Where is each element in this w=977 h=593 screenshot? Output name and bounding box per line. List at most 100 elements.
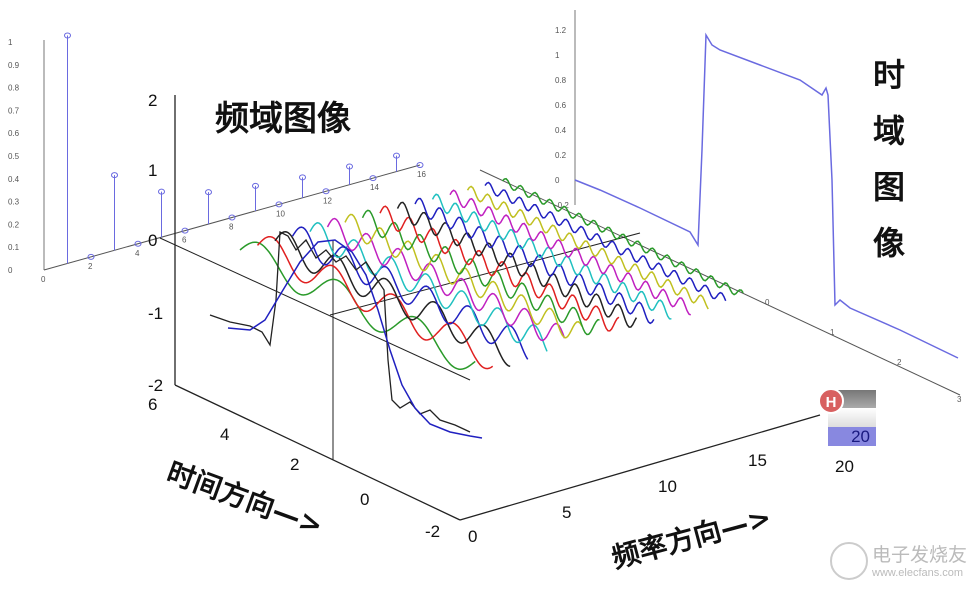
stem-zero-marker <box>369 175 377 182</box>
harmonic-wave-11 <box>326 217 566 342</box>
freq-domain-label: 频域图像 <box>215 99 351 139</box>
square-wave-line <box>574 32 959 359</box>
freq-tick: 0 <box>468 527 477 546</box>
time-y-tick: 0.2 <box>555 151 567 160</box>
harmonic-wave-23 <box>431 193 672 320</box>
time-tick: 0 <box>360 490 369 509</box>
z-tick: 1 <box>148 161 157 180</box>
stem-marker <box>111 172 118 179</box>
stem-x-tick: 16 <box>417 170 426 179</box>
time-domain-label: 时域图像 <box>868 58 906 282</box>
badge-mid <box>828 408 876 427</box>
time-tick: 4 <box>220 425 229 444</box>
stem-x-tick: 10 <box>276 209 285 218</box>
stem-y-tick: 0.6 <box>8 129 20 138</box>
stem-marker <box>158 188 165 195</box>
freq-direction-label: 频率方向—> <box>608 501 774 575</box>
z-tick: -1 <box>148 304 163 323</box>
time-y-tick: 0.8 <box>555 76 567 85</box>
harmonic-wave-21 <box>414 197 655 325</box>
time-domain-plot: -0.2 0 0.2 0.4 0.6 0.8 1 1.2 0 1 2 3 <box>479 10 962 404</box>
time-y-tick: 1 <box>555 51 560 60</box>
watermark-url: www.elecfans.com <box>872 567 964 579</box>
badge: 20 H <box>818 388 876 446</box>
time-x-tick: 3 <box>957 395 962 404</box>
time-y-tick: -0.2 <box>555 201 569 210</box>
harmonic-wave-27 <box>466 185 709 310</box>
zero-line <box>159 237 471 381</box>
time-direction-label: 时间方向—> <box>163 456 328 543</box>
time-y-tick: 0 <box>555 176 560 185</box>
stem-marker <box>64 32 71 39</box>
harmonic-wave-17 <box>379 205 620 332</box>
stem-zero-marker <box>87 253 95 260</box>
stem-marker <box>205 189 212 196</box>
badge-letter: H <box>818 388 844 414</box>
watermark-name: 电子发烧友 <box>872 544 968 566</box>
time-tick: 6 <box>148 395 157 414</box>
stem-y-tick: 0.4 <box>8 175 20 184</box>
time-y-tick: 0.4 <box>555 126 567 135</box>
harmonic-wave-7 <box>291 226 529 360</box>
time-tick: -2 <box>425 522 440 541</box>
watermark-logo-icon <box>830 542 868 580</box>
harmonic-wave-25 <box>449 189 692 316</box>
freq-tick: 15 <box>748 451 767 470</box>
stem-zero-marker <box>181 227 189 234</box>
harmonic-wave-19 <box>396 201 638 328</box>
harmonic-wave-15 <box>361 209 600 336</box>
freq-tick: 5 <box>562 503 571 522</box>
stem-plot: 00.10.20.30.40.50.60.70.80.9102468101214… <box>8 32 426 284</box>
z-tick: 0 <box>148 231 157 250</box>
stem-marker <box>299 174 306 181</box>
stem-y-tick: 0.9 <box>8 61 20 70</box>
time-y-tick: 1.2 <box>555 26 567 35</box>
time-x-tick: 1 <box>830 328 835 337</box>
badge-value: 20 <box>828 427 876 446</box>
stem-x-tick: 12 <box>323 196 332 205</box>
stem-zero-marker <box>275 201 283 208</box>
freq-axis <box>459 414 821 521</box>
time-x-tick: 2 <box>897 358 902 367</box>
stem-marker <box>346 163 353 170</box>
harmonic-wave-31 <box>501 177 744 296</box>
harmonic-wave-3 <box>256 235 494 370</box>
stem-x-tick: 14 <box>370 183 379 192</box>
fundamental-curve <box>227 239 483 439</box>
stem-y-tick: 0.3 <box>8 198 20 207</box>
stem-y-tick: 0.1 <box>8 243 20 252</box>
zero-line-freq <box>329 232 641 316</box>
time-x-tick: 0 <box>765 298 770 307</box>
stem-x-tick: 4 <box>135 249 140 258</box>
stem-x-tick: 6 <box>182 236 187 245</box>
stem-y-tick: 1 <box>8 38 13 47</box>
stem-zero-marker <box>134 240 142 247</box>
harmonic-wave-29 <box>484 181 727 302</box>
stem-y-tick: 0 <box>8 266 13 275</box>
stem-marker <box>393 152 400 159</box>
stem-x-tick: 8 <box>229 223 234 232</box>
time-x-axis <box>479 169 961 396</box>
stem-y-tick: 0.8 <box>8 84 20 93</box>
harmonic-wave-9 <box>309 222 548 352</box>
stem-y-tick: 0.2 <box>8 220 20 229</box>
stem-x-tick: 0 <box>41 275 46 284</box>
time-axis <box>174 384 461 521</box>
stem-marker <box>252 182 259 189</box>
stem-zero-marker <box>228 214 236 221</box>
stem-y-tick: 0.7 <box>8 106 20 115</box>
z-tick: 2 <box>148 91 157 110</box>
stem-zero-marker <box>416 162 424 169</box>
stem-y-tick: 0.5 <box>8 152 20 161</box>
harmonic-waves <box>239 177 744 370</box>
freq-tick: 20 <box>835 457 854 476</box>
harmonic-wave-5 <box>274 231 511 368</box>
time-y-tick: 0.6 <box>555 101 567 110</box>
stem-x-tick: 2 <box>88 262 93 271</box>
freq-tick: 10 <box>658 477 677 496</box>
time-tick: 2 <box>290 455 299 474</box>
z-tick: -2 <box>148 376 163 395</box>
stem-zero-marker <box>322 188 330 195</box>
